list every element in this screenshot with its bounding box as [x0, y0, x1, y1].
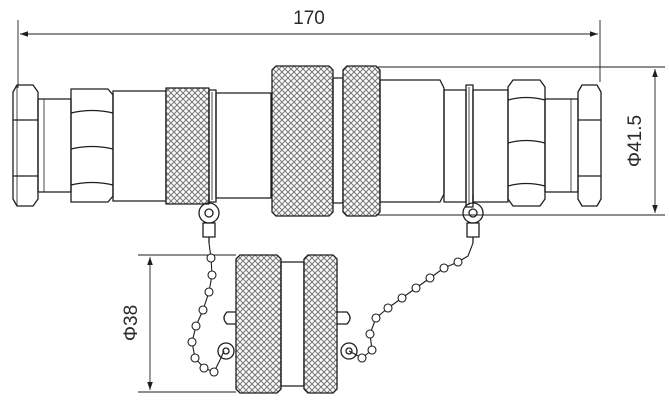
cap-knurled-ring-right [303, 254, 338, 394]
dimension-label-cap-diameter: Φ38 [121, 305, 142, 341]
dimension-body-diameter [378, 66, 665, 216]
left-body-tube [112, 90, 167, 202]
dimension-label-body-diameter: Φ41.5 [625, 115, 646, 167]
right-bead-chain [348, 242, 474, 363]
right-hex-fitting [507, 79, 546, 207]
left-hex-nut [12, 84, 39, 207]
right-coupling-tube [472, 89, 509, 203]
center-knurled-nut [342, 65, 381, 217]
center-gap-ring [332, 77, 344, 204]
cap-knurled-ring-left [235, 254, 282, 394]
right-hex-nut [577, 84, 602, 207]
left-knurled-sleeve [165, 87, 210, 205]
left-retaining-ring [208, 89, 217, 203]
left-neck [37, 98, 72, 193]
dimension-cap-diameter [138, 254, 236, 393]
dimension-overall-length [17, 20, 601, 88]
dust-cap [217, 254, 358, 394]
right-tube-segment [443, 89, 467, 203]
right-retaining-ring [465, 84, 474, 208]
left-chain-eyelet [198, 195, 220, 243]
left-bead-chain [187, 242, 225, 377]
right-neck [544, 98, 579, 193]
left-coupling-tube [215, 92, 272, 199]
dimension-label-length: 170 [293, 8, 325, 29]
center-knurled-coupler [271, 65, 334, 217]
cap-center-body [280, 261, 305, 387]
right-body-tube [379, 79, 445, 203]
right-chain-eyelet [462, 195, 484, 243]
left-hex-fitting [70, 88, 114, 203]
